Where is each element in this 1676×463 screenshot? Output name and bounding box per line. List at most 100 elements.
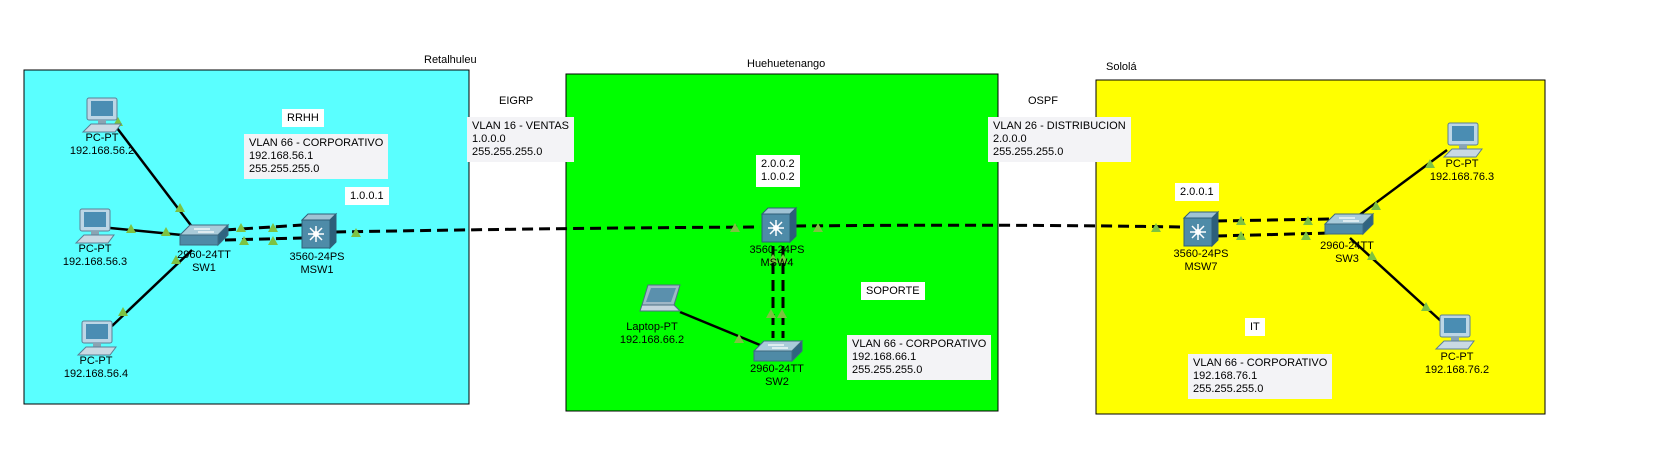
- device-ip: 192.168.56.2: [69, 145, 135, 157]
- device-label-msw4: 3560-24PS MSW4: [749, 244, 804, 270]
- device-name: MSW7: [1184, 261, 1218, 273]
- device-label-sw2: 2960-24TT SW2: [750, 363, 804, 389]
- area-title-retalhuleu: Retalhuleu: [424, 54, 477, 66]
- link-light: [1301, 231, 1311, 240]
- link-light: [778, 254, 788, 263]
- device-label-pc4: PC-PT 192.168.76.3: [1430, 158, 1494, 184]
- note-line: VLAN 26 - DISTRIBUCION: [993, 120, 1126, 132]
- device-name: MSW1: [300, 264, 334, 276]
- link-light: [118, 307, 128, 316]
- link-light: [768, 254, 778, 263]
- device-label-pc3: PC-PT 192.168.56.4: [64, 355, 128, 381]
- device-label-msw7: 3560-24PS MSW7: [1173, 248, 1228, 274]
- note-line: VLAN 66 - CORPORATIVO: [249, 137, 384, 149]
- pc-icon[interactable]: [75, 208, 115, 244]
- pc-icon[interactable]: [1435, 314, 1475, 350]
- note-line: VLAN 66 - CORPORATIVO: [852, 338, 987, 350]
- link-status-lights: [113, 117, 1435, 343]
- link-light: [777, 309, 787, 318]
- link-light: [1371, 201, 1381, 210]
- link-light: [813, 223, 823, 232]
- ip-tag-line: 2.0.0.2: [761, 158, 795, 170]
- multilayer-switch-icon[interactable]: [1183, 211, 1219, 247]
- switch-icon[interactable]: [753, 340, 803, 362]
- note-line: 192.168.76.1: [1193, 370, 1258, 382]
- link-light: [268, 236, 278, 245]
- device-model: Laptop-PT: [626, 321, 678, 333]
- device-label-pc1: PC-PT 192.168.56.2: [70, 132, 134, 158]
- link-light: [766, 309, 776, 318]
- note-line: 192.168.66.1: [852, 351, 917, 363]
- dept-label-it: IT: [1245, 318, 1265, 336]
- link-pc2-sw1: [109, 226, 183, 237]
- note-line: VLAN 16 - VENTAS: [472, 120, 569, 132]
- device-name: SW1: [192, 262, 216, 274]
- device-label-pc2: PC-PT 192.168.56.3: [63, 243, 127, 269]
- device-model: 2960-24TT: [750, 363, 804, 375]
- link-light: [1151, 223, 1161, 232]
- link-light: [1236, 216, 1246, 225]
- device-model: 2960-24TT: [177, 249, 231, 261]
- device-ip: 192.168.66.2: [619, 334, 685, 346]
- multilayer-switch-icon[interactable]: [761, 207, 797, 243]
- note-line: 2.0.0.0: [993, 133, 1027, 145]
- device-name: SW2: [765, 376, 789, 388]
- area-title-solola: Sololá: [1106, 61, 1137, 73]
- link-msw7-sw3-b: [1215, 231, 1331, 238]
- device-label-msw1: 3560-24PS MSW1: [289, 251, 344, 277]
- device-model: PC-PT: [1445, 158, 1479, 170]
- link-laptop-sw2: [679, 310, 761, 347]
- device-model: 2960-24TT: [1320, 240, 1374, 252]
- link-light: [161, 227, 171, 236]
- note-line: 255.255.255.0: [249, 163, 320, 175]
- link-light: [239, 236, 249, 245]
- link-msw7-sw3-a: [1215, 217, 1331, 223]
- device-ip: 192.168.76.2: [1424, 364, 1490, 376]
- link-light: [268, 223, 278, 232]
- ip-tag-msw7: 2.0.0.1: [1175, 183, 1219, 201]
- link-light: [1421, 302, 1431, 311]
- note-line: 192.168.56.1: [249, 150, 314, 162]
- pc-icon[interactable]: [1443, 122, 1483, 158]
- device-label-sw1: 2960-24TT SW1: [177, 249, 231, 275]
- link-light: [175, 203, 185, 212]
- device-model: 3560-24PS: [1173, 248, 1229, 260]
- multilayer-switch-icon[interactable]: [301, 213, 337, 249]
- dept-label-rrhh: RRHH: [282, 109, 324, 127]
- link-light: [1367, 251, 1377, 260]
- link-light: [171, 255, 181, 264]
- switch-icon[interactable]: [179, 224, 229, 246]
- protocol-label-eigrp: EIGRP: [494, 92, 539, 110]
- link-light: [734, 334, 744, 343]
- device-label-laptop: Laptop-PT 192.168.66.2: [620, 321, 684, 347]
- note-line: 255.255.255.0: [472, 146, 543, 158]
- device-name: SW3: [1335, 253, 1359, 265]
- link-light: [1236, 231, 1246, 240]
- device-model: PC-PT: [1440, 351, 1474, 363]
- device-ip: 192.168.76.3: [1429, 171, 1495, 183]
- device-label-sw3: 2960-24TT SW3: [1320, 240, 1374, 266]
- ip-tag-line: 1.0.0.2: [761, 171, 795, 183]
- link-msw1-msw4: [334, 225, 761, 234]
- link-light: [126, 224, 136, 233]
- device-name: MSW4: [760, 257, 794, 269]
- device-model: 3560-24PS: [749, 244, 805, 256]
- note-vlan16-ventas: VLAN 16 - VENTAS 1.0.0.0 255.255.255.0: [467, 117, 574, 162]
- device-model: 3560-24PS: [289, 251, 345, 263]
- switch-icon[interactable]: [1324, 213, 1374, 235]
- link-light: [351, 228, 361, 237]
- link-light: [1425, 159, 1435, 168]
- note-huehuetenango-corporativo: VLAN 66 - CORPORATIVO 192.168.66.1 255.2…: [847, 335, 992, 380]
- device-ip: 192.168.56.3: [62, 256, 128, 268]
- note-line: 255.255.255.0: [993, 146, 1064, 158]
- protocol-label-ospf: OSPF: [1023, 92, 1063, 110]
- device-model: PC-PT: [78, 243, 112, 255]
- link-light: [236, 223, 246, 232]
- pc-icon[interactable]: [82, 97, 122, 133]
- device-model: PC-PT: [85, 132, 119, 144]
- dept-label-soporte: SOPORTE: [861, 282, 925, 300]
- device-ip: 192.168.56.4: [63, 368, 129, 380]
- pc-icon[interactable]: [77, 320, 117, 356]
- link-pc1-sw1: [116, 127, 197, 233]
